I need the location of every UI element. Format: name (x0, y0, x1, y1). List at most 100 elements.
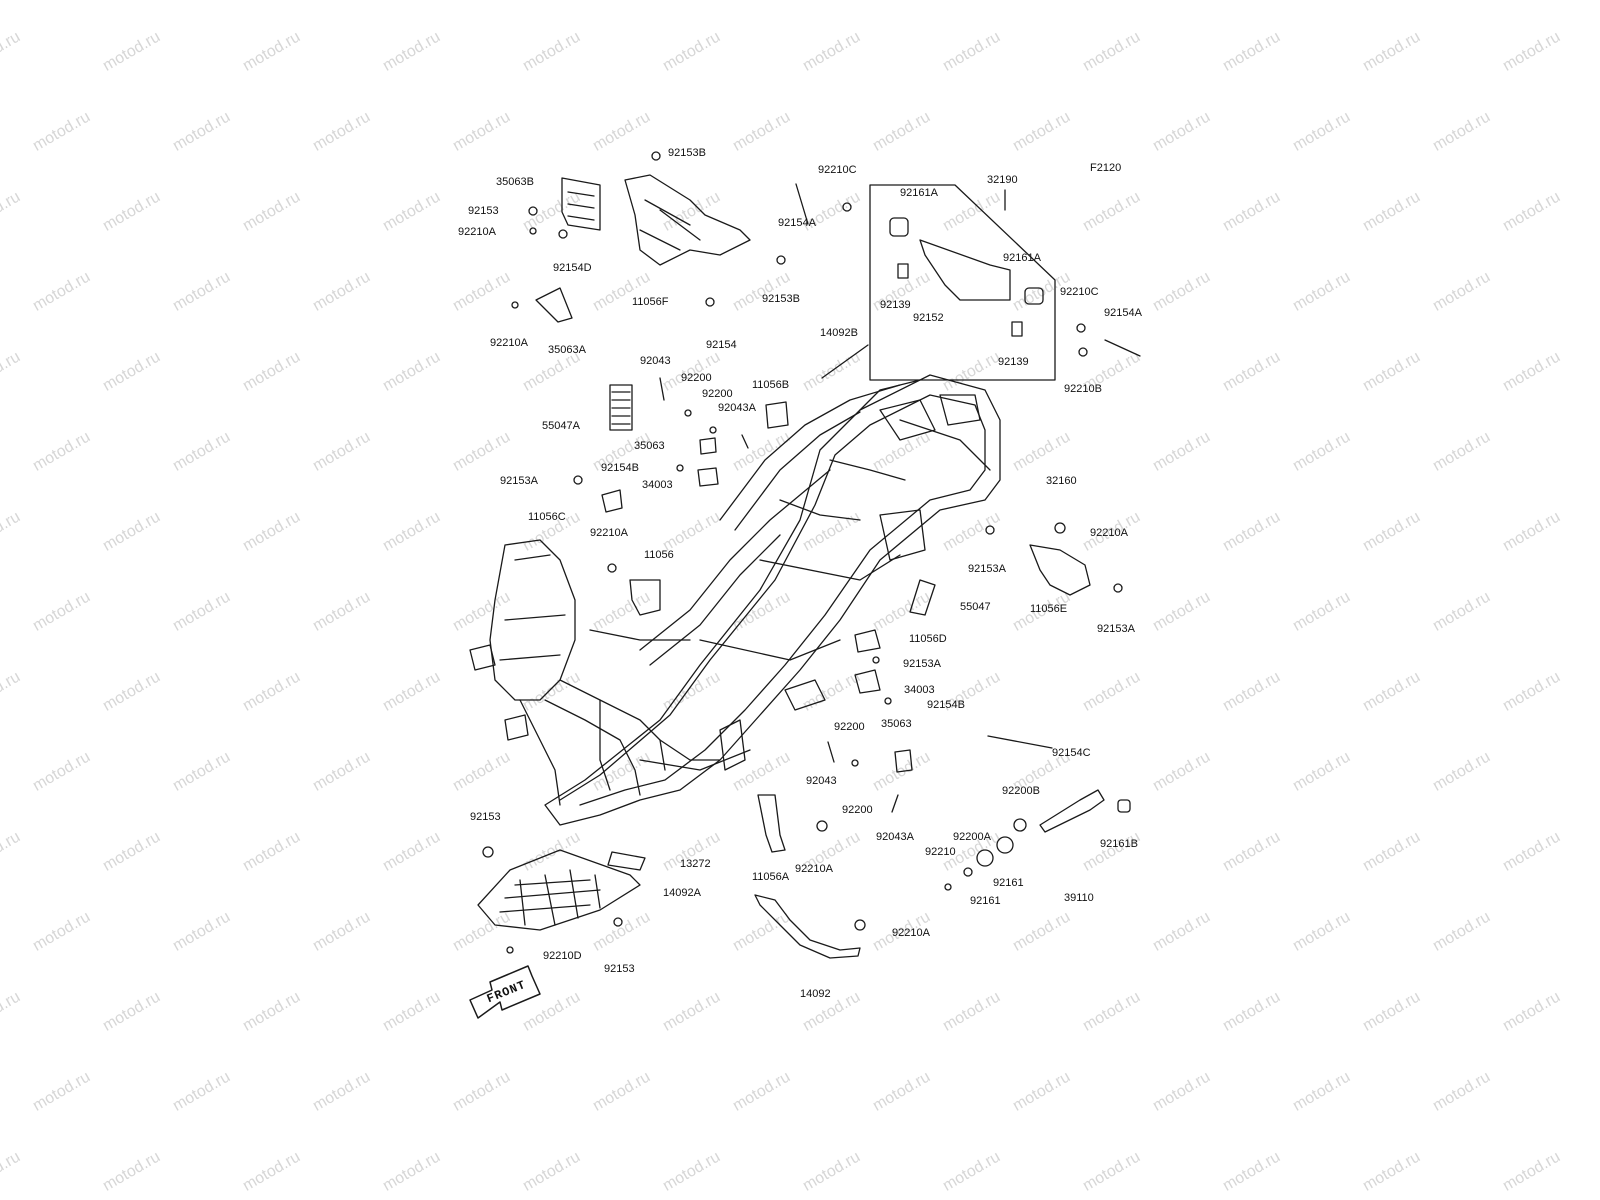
bracket-11056F (624, 174, 751, 266)
bracket-11056B (765, 401, 789, 429)
part-label-92210d: 92210D (543, 950, 582, 962)
part-label-92043a: 92043A (876, 831, 914, 843)
bracket-11056A (757, 794, 786, 853)
main-frame-32160 (469, 374, 1001, 826)
fasteners (482, 151, 1141, 954)
part-label-92043a: 92043A (718, 402, 756, 414)
part-label-92210c: 92210C (1060, 286, 1099, 298)
bushing-92161-b (996, 836, 1014, 854)
part-label-92152: 92152 (913, 312, 944, 324)
damper-34003 (854, 669, 881, 694)
part-label-92154a: 92154A (778, 217, 816, 229)
part-label-92200: 92200 (681, 372, 712, 384)
part-label-92153b: 92153B (762, 293, 800, 305)
damper-34003-upper (697, 467, 719, 487)
part-label-35063a: 35063A (548, 344, 586, 356)
part-label-92161a: 92161A (900, 187, 938, 199)
part-label-92161: 92161 (993, 877, 1024, 889)
part-label-35063: 35063 (634, 440, 665, 452)
part-label-14092b: 14092B (820, 327, 858, 339)
part-label-34003: 34003 (904, 684, 935, 696)
part-label-92200: 92200 (842, 804, 873, 816)
part-label-11056d: 11056D (909, 633, 947, 645)
part-label-39110: 39110 (1064, 892, 1094, 904)
rod-14092B (821, 344, 869, 379)
part-label-92200b: 92200B (1002, 785, 1040, 797)
part-label-92153a: 92153A (968, 563, 1006, 575)
bushing-92161B (1117, 799, 1131, 813)
part-label-92200: 92200 (702, 388, 733, 400)
spring-55047A (609, 384, 633, 431)
part-label-92200a: 92200A (953, 831, 991, 843)
link-92152 (919, 239, 1011, 301)
part-label-92154a: 92154A (1104, 307, 1142, 319)
part-label-92154c: 92154C (1052, 747, 1091, 759)
part-label-32190: 32190 (987, 174, 1018, 186)
part-label-11056e: 11056E (1030, 603, 1068, 615)
part-label-92161a: 92161A (1003, 252, 1041, 264)
part-label-92210a: 92210A (490, 337, 528, 349)
part-label-92139: 92139 (880, 299, 911, 311)
group-box-32190 (869, 184, 1056, 381)
part-label-92043: 92043 (640, 355, 671, 367)
part-label-92210a: 92210A (590, 527, 628, 539)
plate-35063B (561, 177, 601, 231)
part-label-55047: 55047 (960, 601, 991, 613)
part-label-14092: 14092 (800, 988, 831, 1000)
bracket-11056C (601, 489, 623, 513)
part-label-92153a: 92153A (500, 475, 538, 487)
part-label-92200: 92200 (834, 721, 865, 733)
part-label-92210a: 92210A (1090, 527, 1128, 539)
rod-92154C (987, 735, 1053, 749)
spring-55047 (909, 579, 936, 616)
bushing-92161A-right (1024, 287, 1044, 305)
part-label-92210a: 92210A (892, 927, 930, 939)
part-label-35063b: 35063B (496, 176, 534, 188)
part-label-92154b: 92154B (927, 699, 965, 711)
part-label-92210b: 92210B (1064, 383, 1102, 395)
part-label-92161: 92161 (970, 895, 1001, 907)
part-label-14092a: 14092A (663, 887, 701, 899)
part-label-92210: 92210 (925, 846, 956, 858)
part-label-92153: 92153 (468, 205, 499, 217)
part-label-34003: 34003 (642, 479, 673, 491)
bracket-35063-upper (699, 437, 717, 455)
part-label-92153a: 92153A (903, 658, 941, 670)
part-label-92154b: 92154B (601, 462, 639, 474)
bracket-35063 (894, 749, 913, 773)
bracket-11056D (854, 629, 881, 653)
part-label-92139: 92139 (998, 356, 1029, 368)
part-label-92161b: 92161B (1100, 838, 1138, 850)
floor-panel-14092A (477, 849, 641, 931)
bushing-92161A-left (889, 217, 909, 237)
part-label-13272: 13272 (680, 858, 711, 870)
part-label-92043: 92043 (806, 775, 837, 787)
part-label-92153b: 92153B (668, 147, 706, 159)
bushing-92161-a (976, 849, 994, 867)
part-label-11056c: 11056C (528, 511, 566, 523)
bracket-35063A (535, 287, 573, 323)
part-label-92210c: 92210C (818, 164, 857, 176)
part-label-11056b: 11056B (752, 379, 790, 391)
part-label-35063: 35063 (881, 718, 912, 730)
part-label-11056f: 11056F (632, 296, 669, 308)
part-label-92154d: 92154D (553, 262, 592, 274)
part-label-92153a: 92153A (1097, 623, 1135, 635)
part-label-92153: 92153 (470, 811, 501, 823)
sleeve-92139-b (1011, 321, 1023, 337)
part-label-11056: 11056 (644, 549, 674, 561)
part-label-32160: 32160 (1046, 475, 1077, 487)
part-label-11056a: 11056A (752, 871, 790, 883)
diagram-reference-code: F2120 (1090, 162, 1122, 174)
part-label-92210a: 92210A (458, 226, 496, 238)
bracket-11056E (1029, 544, 1091, 596)
part-label-92153: 92153 (604, 963, 635, 975)
label-plate-13272 (607, 851, 646, 871)
part-label-55047a: 55047A (542, 420, 580, 432)
front-arrow-shape (469, 965, 541, 1019)
washer-92200B (1013, 818, 1027, 832)
stay-14092 (754, 894, 861, 959)
link-39110 (1039, 789, 1105, 833)
